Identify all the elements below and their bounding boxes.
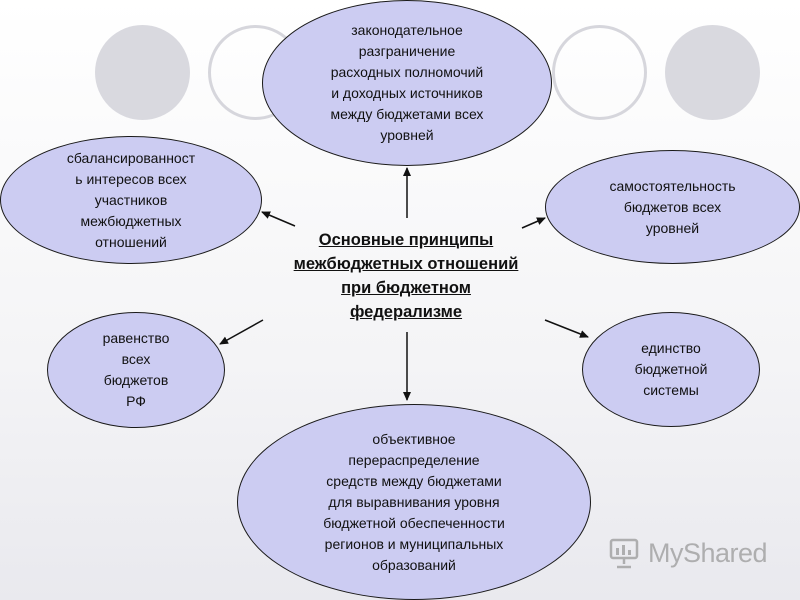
principle-upper-right-label: самостоятельность бюджетов всех уровней (609, 177, 736, 236)
decorative-circle (95, 25, 190, 120)
principle-lower-right-label: единство бюджетной системы (634, 340, 708, 398)
arrow-to-upper-left (261, 211, 296, 227)
principle-lower-left: равенство всех бюджетов РФ (47, 312, 225, 428)
principle-lower-right: единство бюджетной системы (582, 312, 760, 427)
principle-upper-left: сбалансированност ь интересов всех участ… (0, 136, 262, 264)
principle-upper-right: самостоятельность бюджетов всех уровней (545, 150, 800, 264)
principle-top-label: законодательное разграничение расходных … (330, 22, 484, 143)
arrow-to-upper-right (521, 217, 546, 229)
principle-bottom-label: объективное перераспределение средств ме… (323, 430, 505, 573)
principle-bottom: объективное перераспределение средств ме… (237, 404, 591, 600)
arrow-to-lower-right (544, 319, 589, 338)
myshared-logo-icon (609, 538, 639, 569)
arrow-to-lower-left (219, 319, 264, 345)
principle-lower-left-label: равенство всех бюджетов РФ (102, 330, 170, 409)
decorative-circle (665, 25, 760, 120)
watermark-text: MyShared (648, 537, 768, 568)
watermark: MyShared (608, 536, 768, 570)
principle-top: законодательное разграничение расходных … (262, 0, 552, 166)
principle-upper-left-label: сбалансированност ь интересов всех участ… (66, 149, 196, 250)
center-title: Основные принципы межбюджетных отношений… (293, 231, 519, 321)
decorative-ring (552, 25, 647, 120)
